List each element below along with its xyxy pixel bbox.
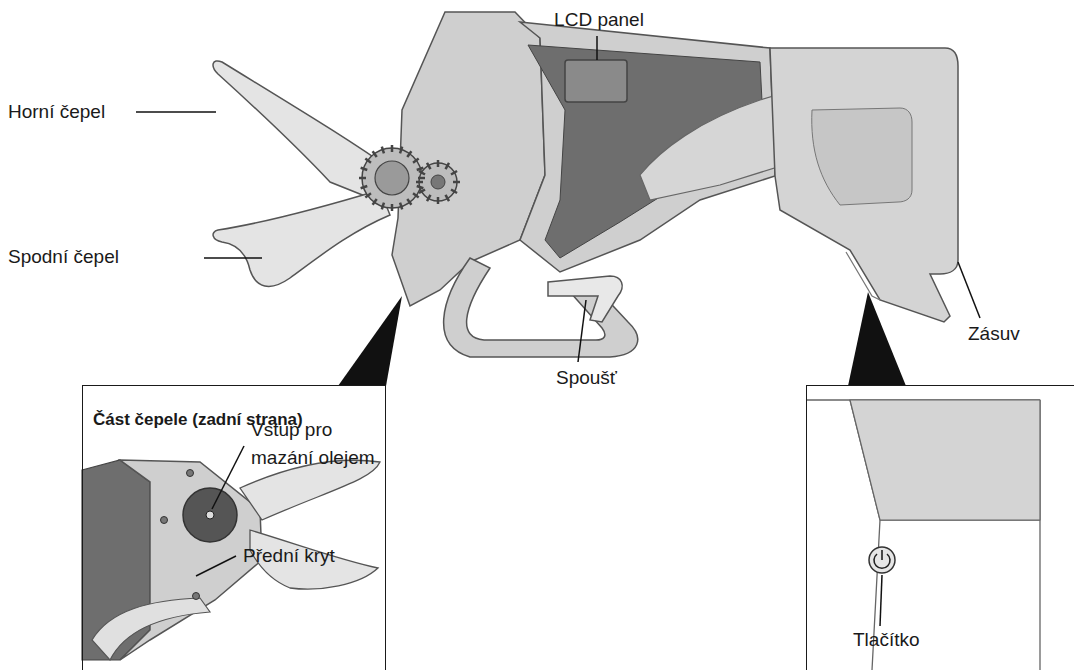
gear-tooth: [361, 168, 368, 170]
trigger: [548, 276, 622, 322]
inset-ground: [806, 385, 1074, 670]
screw: [161, 517, 168, 524]
lcd-screen: [565, 60, 627, 102]
gear-tooth: [382, 203, 384, 210]
gear-tooth: [453, 181, 460, 184]
gear-tooth: [451, 171, 457, 175]
battery-panel: [812, 108, 912, 205]
upper-blade: [213, 61, 392, 200]
gear-tooth: [446, 163, 450, 169]
inset-guard: [92, 598, 210, 660]
gear-tooth: [437, 197, 440, 204]
gear-tooth: [407, 151, 411, 157]
gear-tooth: [417, 186, 424, 188]
gear-tooth: [365, 193, 371, 197]
part-label: Spodní čepel: [8, 243, 198, 271]
gear-tooth: [391, 145, 394, 152]
lower-blade: [213, 190, 390, 286]
battery-housing: [770, 48, 958, 322]
tail-edge: [846, 252, 880, 300]
button-recess: [850, 400, 1040, 520]
part-label: Spoušť: [556, 364, 656, 392]
gear-tooth: [413, 193, 419, 197]
gear-tooth: [451, 190, 457, 194]
inset-upper-blade: [240, 460, 380, 520]
gear-tooth: [419, 171, 425, 175]
screw: [187, 470, 194, 477]
part-label: Přední kryt: [243, 542, 383, 570]
oil-inlet-hole: [206, 511, 214, 519]
inset-housing-lines: [806, 400, 1040, 670]
gear-tooth: [417, 168, 424, 170]
gear-tooth: [359, 177, 366, 180]
part-label: Horní čepel: [8, 98, 133, 126]
oil-inlet-disc: [183, 488, 237, 542]
gear-tooth: [437, 160, 440, 167]
gear-tooth: [400, 203, 402, 210]
gear-tooth: [413, 159, 419, 163]
gear-tooth: [416, 181, 423, 184]
power-symbol: [874, 550, 890, 568]
inset-ground: [82, 385, 386, 670]
gear-tooth: [373, 199, 377, 205]
gear-tooth: [365, 159, 371, 163]
gear-tooth: [373, 151, 377, 157]
gear-tooth: [427, 163, 431, 169]
inset-heading: Část čepele (zadní strana): [93, 408, 378, 433]
screw: [193, 593, 200, 600]
part-label: Vstup pro mazání olejem: [251, 416, 391, 471]
gear-tooth: [400, 147, 402, 154]
gear-tooth: [382, 147, 384, 154]
gear-tooth: [427, 195, 431, 201]
gear-tooth: [361, 186, 368, 188]
gear-tooth: [418, 177, 425, 180]
leader-lines: [136, 36, 980, 626]
inset-panel: Tlačítko: [806, 385, 1074, 670]
gear-tooth: [407, 199, 411, 205]
power-button: [869, 547, 895, 573]
part-label: LCD panel: [549, 6, 649, 34]
gear-group: [359, 145, 460, 211]
trigger-guard: [444, 258, 638, 357]
callout-wedge: [338, 296, 402, 386]
gear-tooth: [391, 204, 394, 211]
part-label: Zásuv: [968, 320, 1068, 348]
inset-panel: Část čepele (zadní strana)Vstup pro mazá…: [82, 385, 386, 670]
gear-tooth: [419, 190, 425, 194]
gear-tooth: [446, 195, 450, 201]
part-label: Tlačítko: [853, 626, 973, 654]
